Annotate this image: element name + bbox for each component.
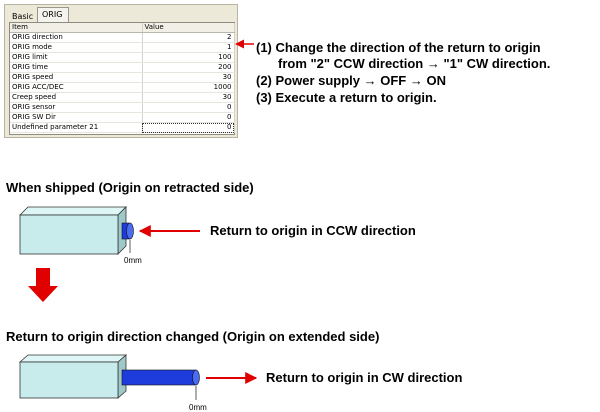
down-arrow: [28, 268, 58, 302]
row-item: ORIG speed: [10, 72, 143, 83]
row-item: ORIG limit: [10, 52, 143, 63]
step-3: (3) Execute a return to origin.: [256, 90, 437, 105]
changed-heading: Return to origin direction changed (Orig…: [6, 329, 380, 344]
row-value[interactable]: 0: [142, 112, 235, 123]
row-value[interactable]: 200: [142, 62, 235, 73]
row-value[interactable]: 2: [142, 32, 235, 43]
row-item: ORIG sensor: [10, 102, 143, 113]
tab-orig[interactable]: ORIG: [37, 7, 69, 23]
row-value[interactable]: 1000: [142, 82, 235, 93]
step-1-line-2: from "2" CCW direction → "1" CW directio…: [278, 56, 551, 71]
row-value[interactable]: 0: [142, 102, 235, 113]
row-item: ORIG mode: [10, 42, 143, 53]
row-value[interactable]: 30: [142, 72, 235, 83]
row-value[interactable]: 100: [142, 52, 235, 63]
row-item: ORIG time: [10, 62, 143, 73]
row-value[interactable]: 30: [142, 92, 235, 103]
tab-basic[interactable]: Basic: [12, 12, 34, 21]
row-item: Undefined parameter 21: [10, 122, 143, 133]
column-header-item: Item: [10, 23, 143, 33]
shipped-heading: When shipped (Origin on retracted side): [6, 180, 254, 195]
actuator-retracted: [19, 206, 127, 255]
row-value[interactable]: 0: [142, 122, 235, 133]
table-header-row: Item Value: [10, 23, 235, 33]
row-item: Creep speed: [10, 92, 143, 103]
rod-retracted: [121, 222, 134, 240]
rod-extended: [121, 369, 200, 386]
ccw-label: Return to origin in CCW direction: [210, 223, 416, 238]
actuator-extended: [18, 354, 128, 399]
row-item: ORIG SW Dir: [10, 112, 143, 123]
step-2: (2) Power supply → OFF → ON: [256, 73, 446, 88]
step-1-line-1: (1) Change the direction of the return t…: [256, 40, 541, 55]
zero-mm-label: 0mm: [124, 256, 142, 265]
cw-label: Return to origin in CW direction: [266, 370, 463, 385]
row-item: ORIG ACC/DEC: [10, 82, 143, 93]
row-value[interactable]: 1: [142, 42, 235, 53]
zero-mm-label: 0mm: [189, 403, 207, 412]
row-item: ORIG direction: [10, 32, 143, 43]
column-header-value: Value: [142, 23, 235, 33]
